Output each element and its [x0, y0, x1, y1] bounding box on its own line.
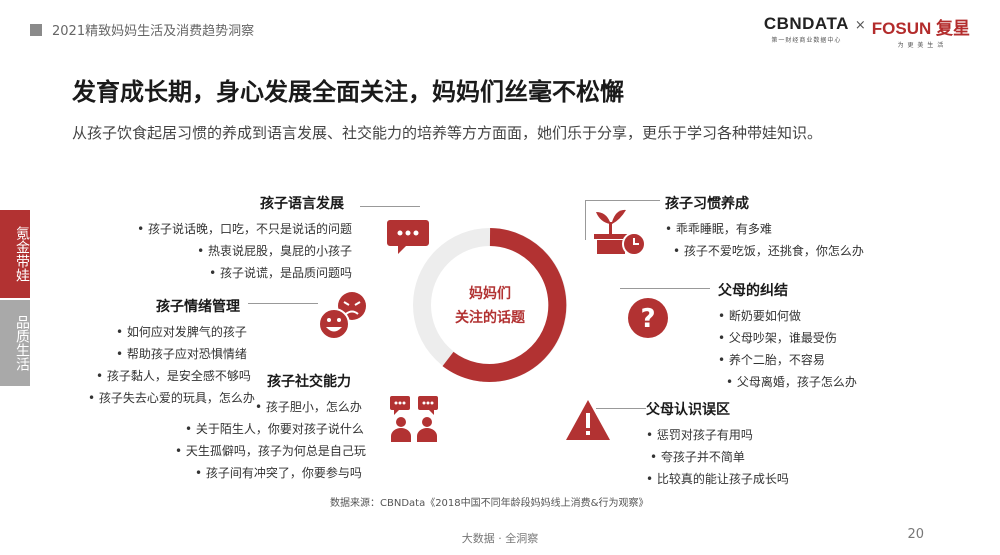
list-item: 孩子间有冲突了，你要参与吗 — [175, 462, 366, 484]
connector-misconception — [596, 408, 646, 409]
fosun-logo-sub: 为 更 美 生 活 — [897, 42, 945, 49]
group-tangle: 父母的纠结 断奶要如何做 父母吵架，谁最受伤 养个二胎，不容易 父母离婚，孩子怎… — [718, 280, 857, 393]
header-title: 2021精致妈妈生活及消费趋势洞察 — [52, 24, 255, 39]
group-social-title: 孩子社交能力 — [267, 374, 351, 390]
group-misconception-title: 父母认识误区 — [646, 402, 730, 418]
cbndata-logo: CBNDATA 第一财经商业数据中心 — [764, 14, 849, 44]
group-tangle-list: 断奶要如何做 父母吵架，谁最受伤 养个二胎，不容易 父母离婚，孩子怎么办 — [718, 305, 857, 393]
group-language-list: 孩子说话晚，口吃，不只是说话的问题 热衷说屁股，臭屁的小孩子 孩子说谎，是品质问… — [120, 218, 352, 284]
warning-icon — [566, 400, 610, 440]
header: 2021精致妈妈生活及消费趋势洞察 — [30, 20, 254, 39]
side-tabs: 氪金带娃 品质生活 — [0, 210, 30, 386]
list-item: 比较真的能让孩子成长吗 — [646, 468, 789, 490]
list-item: 父母离婚，孩子怎么办 — [718, 371, 857, 393]
list-item: 孩子说话晚，口吃，不只是说话的问题 — [120, 218, 352, 240]
page-number: 20 — [907, 527, 924, 542]
list-item: 关于陌生人，你要对孩子说什么 — [175, 418, 366, 440]
group-language: 孩子语言发展 孩子说话晚，口吃，不只是说话的问题 热衷说屁股，臭屁的小孩子 孩子… — [120, 193, 352, 284]
page-subtitle: 从孩子饮食起居习惯的养成到语言发展、社交能力的培养等方方面面，她们乐于分享，更乐… — [72, 124, 823, 142]
list-item: 养个二胎，不容易 — [718, 349, 857, 371]
group-habit: 孩子习惯养成 乖乖睡眠，有多难 孩子不爱吃饭，还挑食，你怎么办 — [665, 193, 864, 262]
list-item: 惩罚对孩子有用吗 — [646, 424, 789, 446]
header-square — [30, 23, 42, 36]
list-item: 父母吵架，谁最受伤 — [718, 327, 857, 349]
side-tab-quality[interactable]: 品质生活 — [0, 300, 30, 386]
data-source: 数据来源：CBNData《2018中国不同年龄段妈妈线上消费&行为观察》 — [330, 498, 649, 509]
connector-tangle — [620, 288, 710, 289]
logo-separator: × — [854, 18, 866, 33]
side-tab-krypton[interactable]: 氪金带娃 — [0, 210, 30, 298]
connector-language — [360, 206, 420, 207]
topic-donut — [413, 228, 567, 382]
group-habit-list: 乖乖睡眠，有多难 孩子不爱吃饭，还挑食，你怎么办 — [665, 218, 864, 262]
group-misconception-list: 惩罚对孩子有用吗 夸孩子并不简单 比较真的能让孩子成长吗 — [646, 424, 789, 490]
list-item: 孩子黏人，是安全感不够吗 — [88, 365, 255, 387]
question-icon: ? — [628, 298, 668, 338]
list-item: 帮助孩子应对恐惧情绪 — [88, 343, 255, 365]
fosun-logo-text: FOSUN 复星 — [871, 19, 970, 38]
list-item: 热衷说屁股，臭屁的小孩子 — [120, 240, 352, 262]
group-misconception: 父母认识误区 惩罚对孩子有用吗 夸孩子并不简单 比较真的能让孩子成长吗 — [646, 399, 789, 490]
social-people-icon — [390, 396, 438, 442]
list-item: 天生孤僻吗，孩子为何总是自己玩 — [175, 440, 366, 462]
list-item: 如何应对发脾气的孩子 — [88, 321, 255, 343]
cbndata-logo-sub: 第一财经商业数据中心 — [771, 37, 842, 44]
donut-arc — [442, 228, 567, 382]
group-habit-title: 孩子习惯养成 — [665, 196, 749, 212]
list-item: 孩子说谎，是品质问题吗 — [120, 262, 352, 284]
list-item: 孩子不爱吃饭，还挑食，你怎么办 — [665, 240, 864, 262]
center-label-line2: 关注的话题 — [455, 310, 525, 326]
fosun-logo: FOSUN 复星 为 更 美 生 活 — [872, 14, 970, 49]
center-label: 妈妈们 关注的话题 — [440, 282, 540, 330]
donut-inner — [438, 253, 542, 357]
group-language-title: 孩子语言发展 — [260, 196, 344, 212]
group-social-list: 孩子胆小，怎么办 关于陌生人，你要对孩子说什么 天生孤僻吗，孩子为何总是自己玩 … — [175, 396, 366, 484]
connector-habit — [585, 200, 586, 240]
plant-clock-icon — [594, 209, 646, 254]
connector-emotion — [248, 303, 318, 304]
footer-text: 大数据 · 全洞察 — [461, 532, 539, 545]
list-item: 孩子胆小，怎么办 — [175, 396, 366, 418]
page-title: 发育成长期，身心发展全面关注，妈妈们丝毫不松懈 — [72, 78, 624, 106]
logos: CBNDATA 第一财经商业数据中心 × FOSUN 复星 为 更 美 生 活 — [764, 14, 970, 49]
svg-text:?: ? — [640, 304, 655, 334]
connector-habit-h — [585, 200, 660, 201]
list-item: 夸孩子并不简单 — [646, 446, 789, 468]
list-item: 乖乖睡眠，有多难 — [665, 218, 864, 240]
group-tangle-title: 父母的纠结 — [718, 283, 788, 299]
list-item: 断奶要如何做 — [718, 305, 857, 327]
group-social: 孩子社交能力 孩子胆小，怎么办 关于陌生人，你要对孩子说什么 天生孤僻吗，孩子为… — [175, 371, 366, 484]
emotion-faces-icon — [318, 292, 366, 340]
center-label-line1: 妈妈们 — [469, 286, 511, 302]
group-emotion-title: 孩子情绪管理 — [156, 299, 240, 315]
cbndata-logo-text: CBNDATA — [763, 14, 849, 33]
speech-bubble-icon — [387, 220, 429, 254]
